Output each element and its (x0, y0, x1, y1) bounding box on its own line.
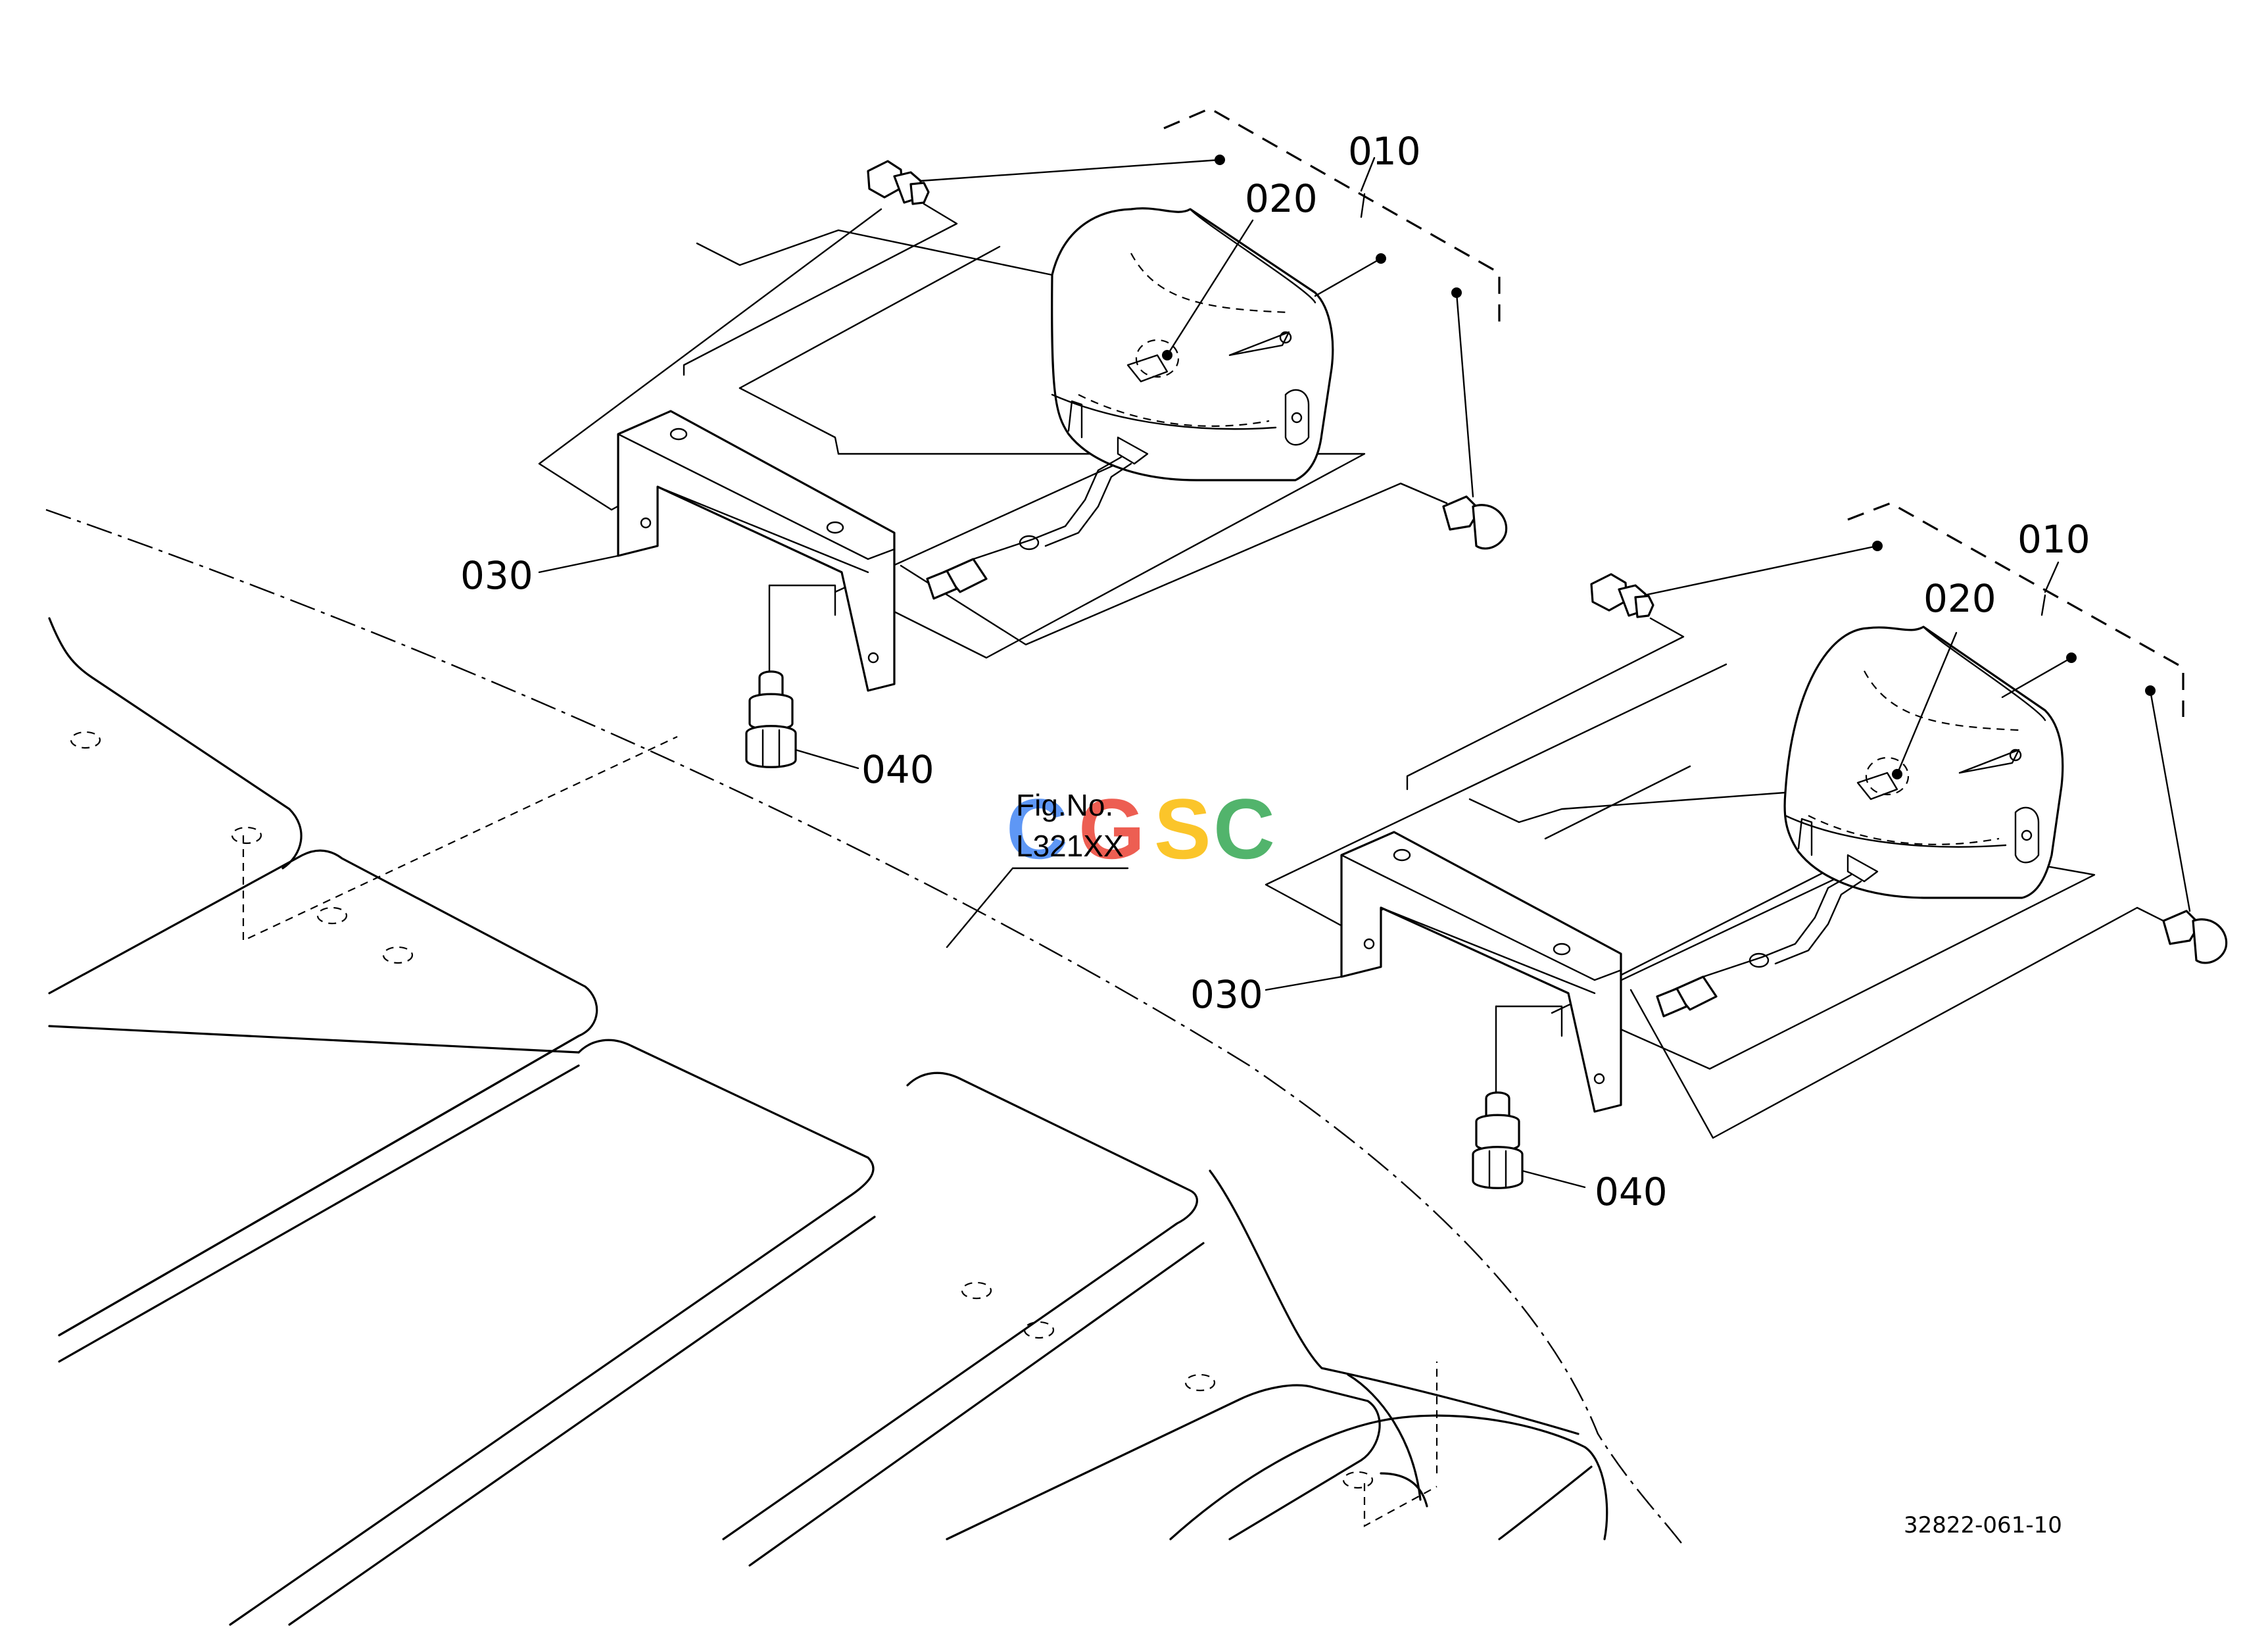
left-lamp-assembly: 010 020 030 040 (460, 107, 1508, 792)
drawing-number: 32822-061-10 (1904, 1512, 2062, 1538)
left-bracket-030 (617, 410, 896, 692)
watermark-letter-4: C (1213, 781, 1275, 877)
right-bracket-030 (1340, 831, 1622, 1113)
right-lamp-assembly: 010 020 030 040 (1190, 502, 2228, 1214)
watermark-letter-2: G (1078, 781, 1145, 877)
label-010-right: 010 (2017, 517, 2090, 562)
right-bolt-top (1406, 573, 1685, 791)
right-nut-040 (1472, 1005, 1586, 1189)
label-040-right: 040 (1595, 1169, 1668, 1214)
label-020-right: 020 (1923, 576, 1996, 621)
right-work-lamp (1656, 626, 2077, 1018)
label-030-left: 030 (460, 553, 533, 598)
right-knob-right (2145, 685, 2228, 964)
left-knob-right (1399, 287, 1508, 550)
left-bolt-top (683, 160, 958, 376)
figure-reference: C G S C Fig.No. L321XX (946, 781, 1275, 948)
watermark-letter-1: C (1006, 781, 1068, 877)
watermark-letter-3: S (1154, 781, 1211, 877)
left-work-lamp (926, 207, 1386, 600)
cab-roof (45, 508, 1684, 1626)
fig-no-label: Fig.No. (1016, 788, 1113, 822)
fig-no-value: L321XX (1016, 829, 1124, 863)
label-020-left: 020 (1245, 176, 1318, 221)
label-010-left: 010 (1348, 129, 1421, 174)
label-030-right: 030 (1190, 972, 1263, 1017)
left-nut-040 (745, 584, 859, 770)
label-040-left: 040 (861, 747, 934, 792)
